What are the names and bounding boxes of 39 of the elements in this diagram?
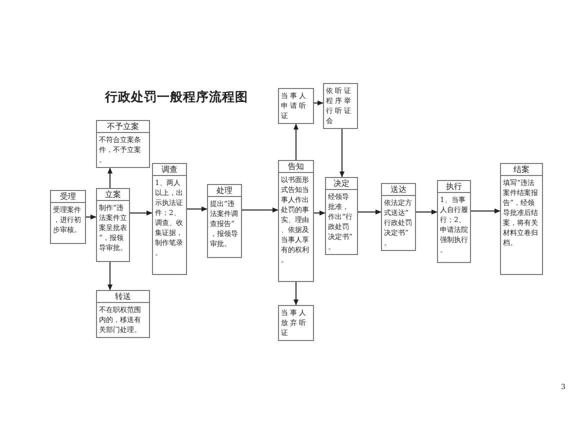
box-heading: 不予立案 — [97, 121, 149, 133]
process-box — [207, 184, 242, 258]
process-box — [152, 163, 187, 275]
process-box — [96, 120, 150, 168]
arrow — [358, 210, 382, 214]
arrow — [108, 168, 112, 188]
process-box — [278, 305, 314, 341]
arrow — [416, 210, 438, 214]
box-heading: 转送 — [97, 291, 149, 303]
arrow — [186, 206, 208, 212]
process-box — [96, 188, 130, 262]
box-heading: 处理 — [208, 185, 241, 197]
box-heading: 受理 — [51, 191, 85, 203]
arrow — [294, 282, 298, 306]
arrow — [86, 214, 96, 220]
box-heading: 告知 — [279, 161, 313, 173]
process-box — [325, 177, 358, 255]
box-heading: 调查 — [153, 164, 186, 176]
arrow — [340, 128, 344, 178]
process-box — [500, 163, 543, 275]
process-box — [381, 183, 416, 251]
process-box — [437, 180, 471, 263]
arrow — [294, 124, 298, 160]
box-heading: 结案 — [501, 164, 542, 176]
process-box — [278, 160, 314, 282]
arrow — [470, 208, 500, 214]
box-heading: 立案 — [97, 189, 129, 201]
box-heading: 决定 — [326, 178, 357, 190]
process-box — [50, 190, 86, 244]
arrow — [314, 210, 326, 216]
box-heading: 执行 — [438, 181, 470, 193]
arrow — [314, 100, 324, 106]
arrow — [108, 262, 112, 290]
process-box — [278, 88, 314, 124]
title: 行政处罚一般程序流程图 — [105, 89, 248, 106]
box-heading: 送达 — [382, 184, 415, 196]
arrow — [130, 210, 152, 216]
process-box — [96, 290, 150, 338]
arrow — [242, 208, 278, 212]
